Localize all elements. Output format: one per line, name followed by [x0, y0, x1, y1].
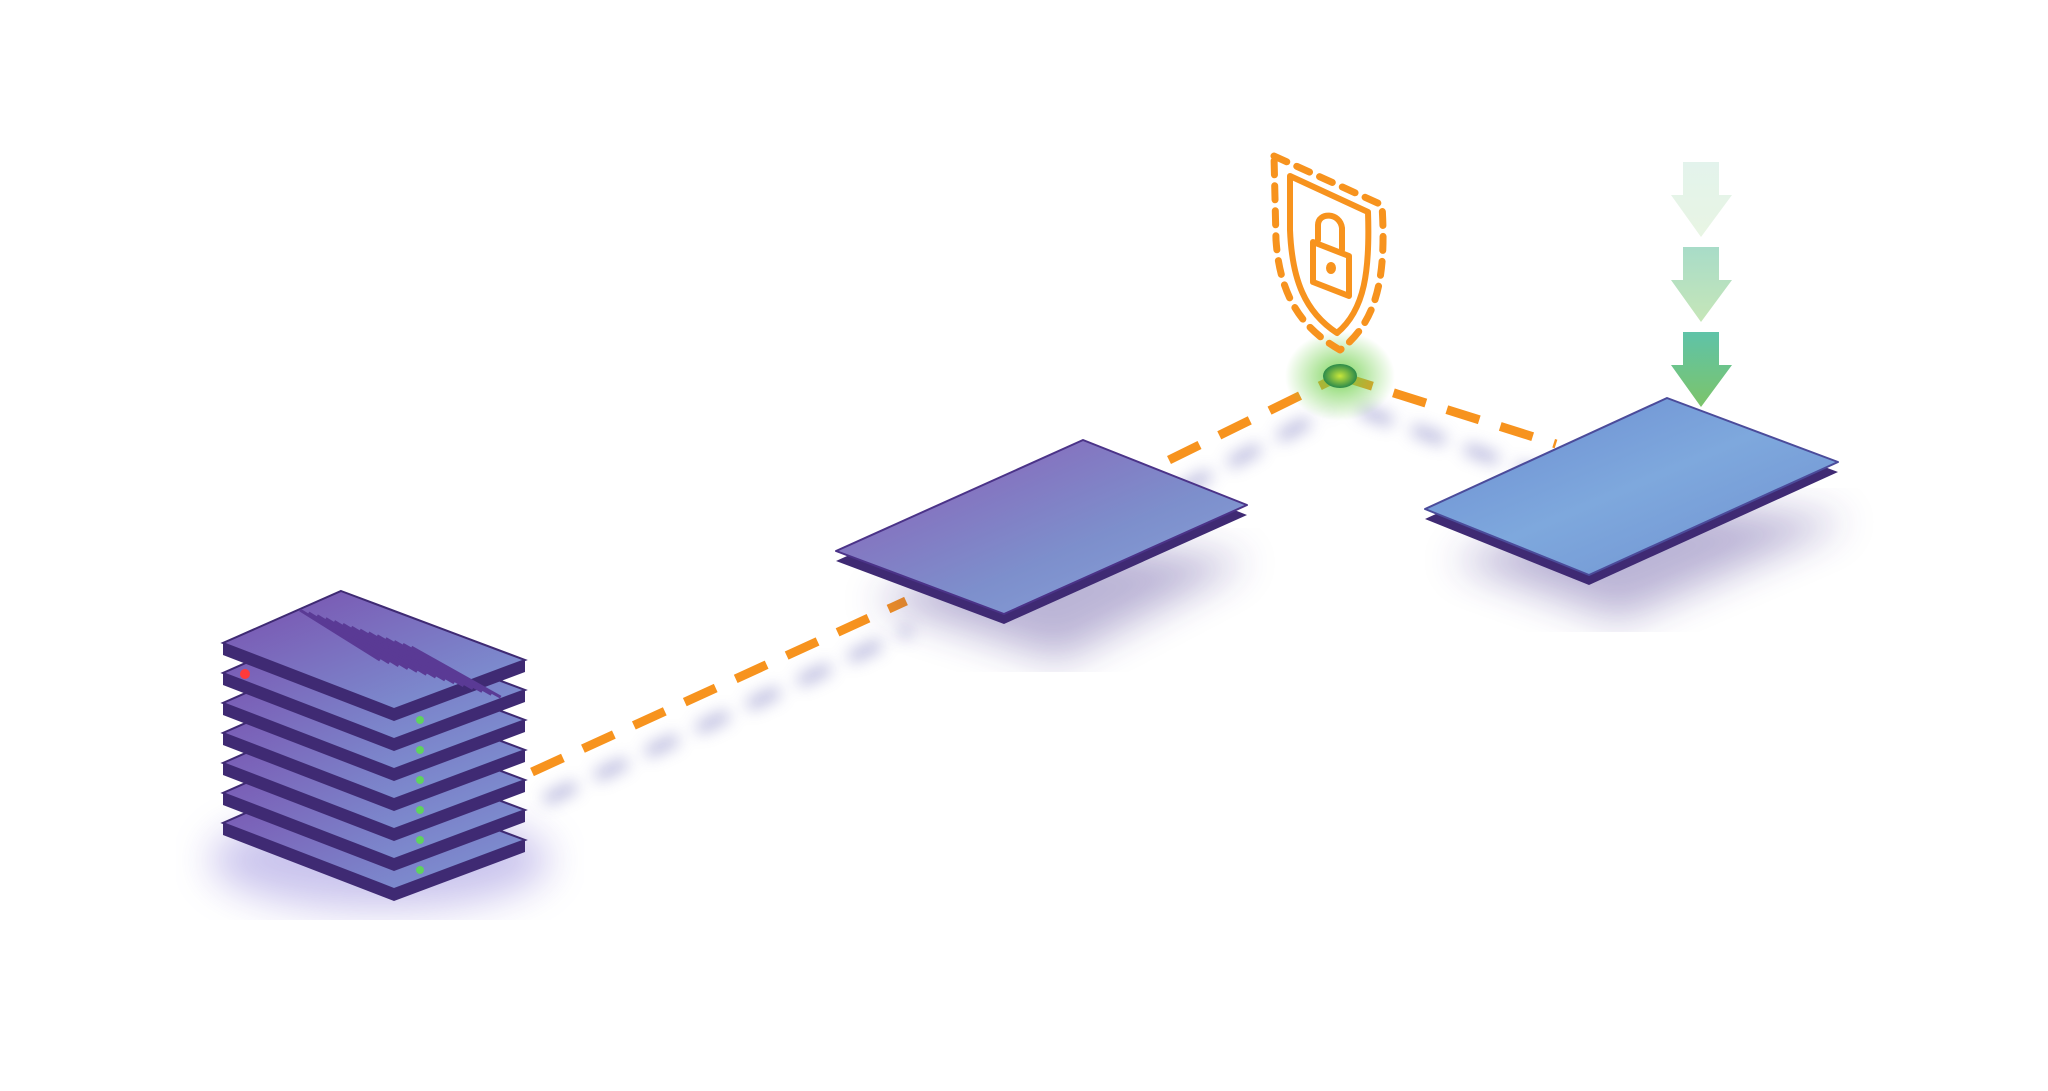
status-led [416, 806, 424, 814]
vent-slot [333, 620, 418, 673]
vent-slot [393, 640, 483, 693]
vent-slot [384, 637, 474, 690]
shield-lock-icon [1270, 152, 1387, 354]
vent-slot [316, 614, 400, 667]
vent-slot [359, 628, 446, 682]
status-led [416, 866, 424, 874]
vent-slot [376, 634, 465, 688]
status-led [416, 836, 424, 844]
server-rack-icon [210, 589, 550, 910]
vent-slot [367, 631, 456, 685]
alert-led [240, 669, 250, 679]
status-led [416, 746, 424, 754]
download-arrow-icon [1671, 162, 1732, 237]
vent-slot [402, 642, 493, 696]
download-arrow-icon [1671, 332, 1732, 407]
tablet-middle-icon [835, 439, 1250, 660]
vent-slot [342, 622, 428, 676]
connection-line [530, 371, 1558, 777]
vent-slot [410, 645, 502, 699]
status-led [416, 716, 424, 724]
secure-node [1285, 331, 1395, 421]
vent-slot [299, 608, 381, 662]
download-arrows [1671, 162, 1732, 407]
vent-slot [307, 611, 391, 665]
vent-slot [324, 617, 409, 670]
status-led [416, 776, 424, 784]
tablet-right-icon [1424, 397, 1850, 620]
vent-slot [350, 625, 437, 679]
connection-shadow [542, 405, 1542, 805]
download-arrow-icon [1671, 247, 1732, 322]
